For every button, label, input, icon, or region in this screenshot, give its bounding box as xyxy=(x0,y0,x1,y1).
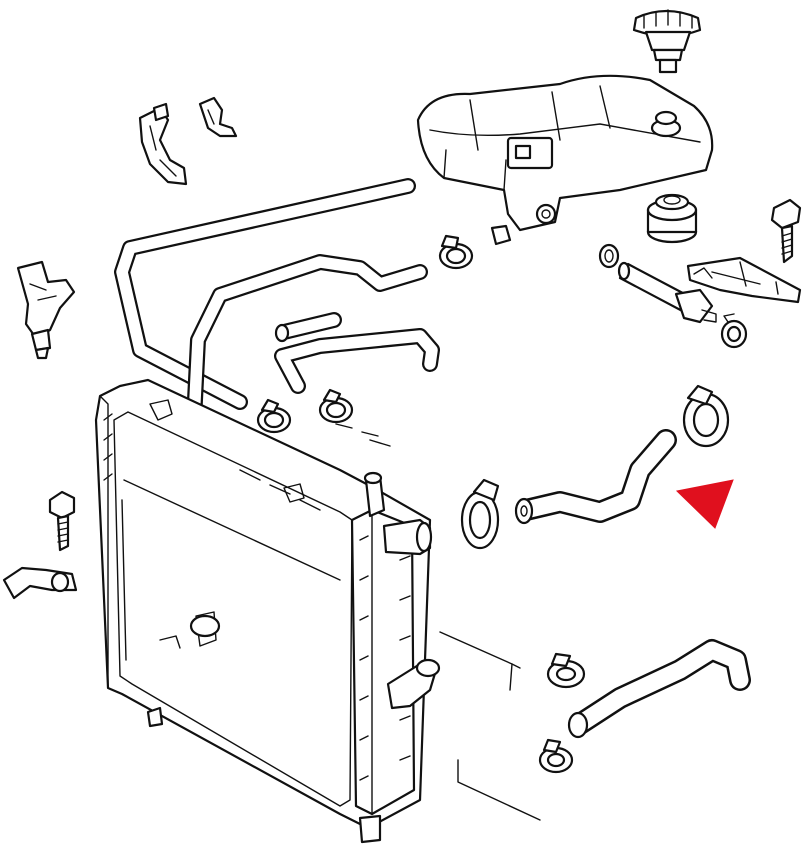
hose-clamp-mid-1[interactable] xyxy=(256,398,292,434)
mounting-bracket-right xyxy=(686,256,802,304)
short-hose-section[interactable] xyxy=(274,312,342,343)
hose-clamp-small-right[interactable] xyxy=(720,313,748,349)
hose-clamp-upper-right[interactable] xyxy=(682,384,730,448)
overflow-hose[interactable] xyxy=(114,178,416,410)
radiator-cap[interactable] xyxy=(632,9,702,74)
sensor-switch[interactable] xyxy=(617,261,717,324)
hose-clamp-tank[interactable] xyxy=(438,234,474,270)
hose-clamp-upper-left[interactable] xyxy=(460,478,500,550)
bypass-hose[interactable] xyxy=(274,328,440,394)
radiator[interactable] xyxy=(94,378,441,844)
bracket-clip-upper xyxy=(138,102,188,186)
hose-clamp-mid-2[interactable] xyxy=(318,388,354,424)
lower-hose-leader-box xyxy=(439,631,541,821)
expansion-tank[interactable] xyxy=(416,74,714,246)
leader-line-mid xyxy=(335,423,391,447)
triangle-arrow-icon xyxy=(675,479,734,529)
tank-mount-grommet xyxy=(646,193,698,244)
clip-left xyxy=(2,566,78,600)
bolt-top-right xyxy=(770,198,802,264)
bolt-left xyxy=(48,490,76,552)
bracket-left-mount xyxy=(16,260,76,360)
bracket-clip-small xyxy=(198,96,238,138)
upper-radiator-hose[interactable] xyxy=(514,429,677,525)
o-ring xyxy=(598,243,620,269)
lower-radiator-hose[interactable] xyxy=(567,639,751,739)
hose-clamp-lower-1[interactable] xyxy=(546,652,586,689)
hose-clamp-lower-2[interactable] xyxy=(538,738,574,774)
